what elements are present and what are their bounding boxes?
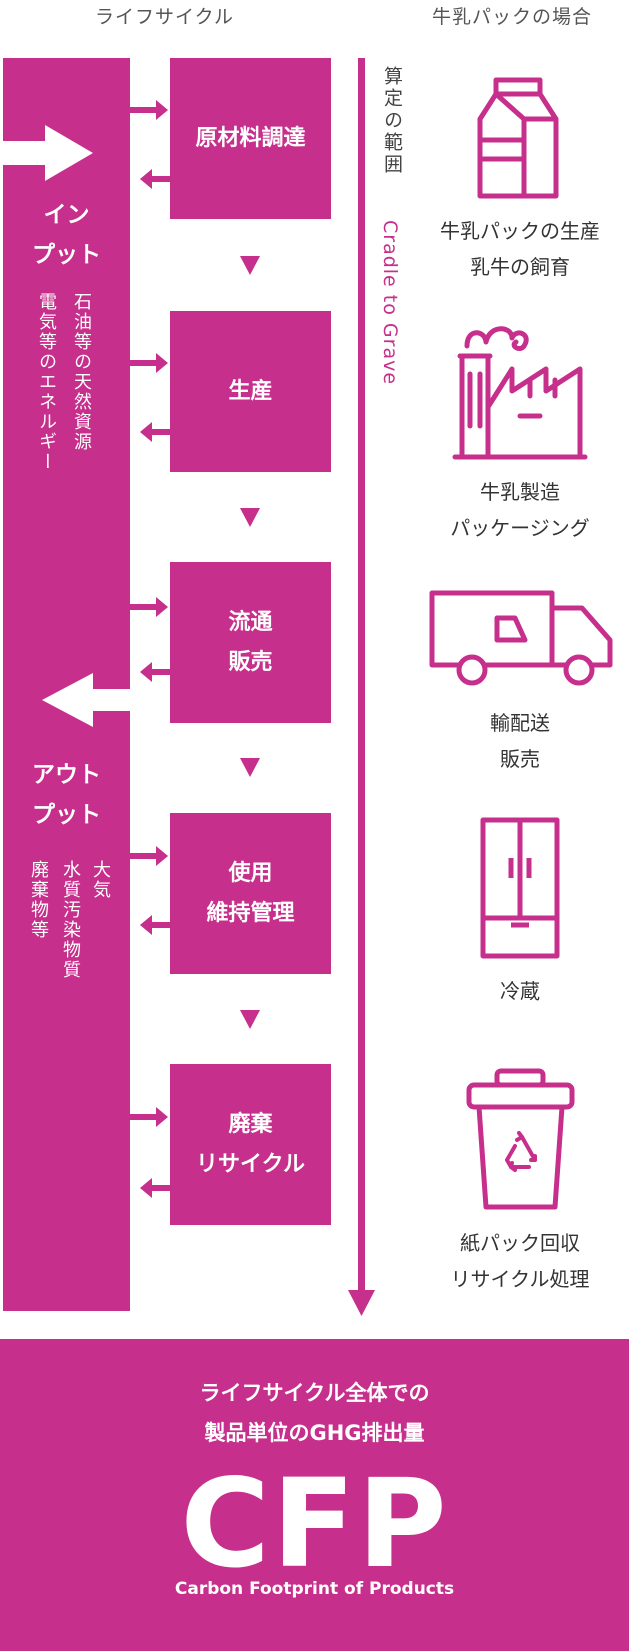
input-arrow-icon <box>3 125 93 181</box>
stage-distribution: 流通 販売 <box>170 562 331 723</box>
cfp-english: Carbon Footprint of Products <box>174 1579 455 1599</box>
cfp-acronym: CFP <box>180 1453 449 1595</box>
input-resources: 石油等の天然資源 <box>71 292 92 452</box>
output-air: 大気 <box>90 860 111 900</box>
input-energy: 電気等のエネルギー <box>36 292 57 472</box>
flow-arrows <box>130 58 375 1316</box>
scope-label: 算定の範囲 <box>381 66 403 176</box>
output-title: アウト プット <box>32 762 101 828</box>
caption-milk-carton: 牛乳パックの生産 乳牛の飼育 <box>440 219 600 279</box>
truck-icon <box>429 590 613 686</box>
stage-production: 生産 <box>170 311 331 472</box>
io-arrows <box>3 125 130 727</box>
cfp-panel: ライフサイクル全体での 製品単位のGHG排出量 CFP Carbon Footp… <box>0 1339 629 1651</box>
lifecycle-header: ライフサイクル <box>95 6 235 28</box>
caption-recycle-bin: 紙パック回収 リサイクル処理 <box>450 1231 590 1291</box>
stage-use-maintenance: 使用 維持管理 <box>170 813 331 974</box>
caption-refrigerator: 冷蔵 <box>500 979 540 1003</box>
recycle-bin-icon <box>466 1068 575 1210</box>
output-waste: 廃棄物等 <box>28 860 49 940</box>
stage-raw-materials: 原材料調達 <box>170 58 331 219</box>
caption-factory: 牛乳製造 パッケージング <box>450 480 590 540</box>
refrigerator-icon <box>480 817 560 959</box>
caption-truck: 輸配送 販売 <box>490 711 550 771</box>
cfp-subtitle: ライフサイクル全体での 製品単位のGHG排出量 <box>199 1381 430 1445</box>
input-title: イン プット <box>32 202 101 268</box>
output-water-pollutants: 水質汚染物質 <box>60 860 81 980</box>
output-arrow-icon <box>42 673 130 727</box>
factory-icon <box>452 326 588 460</box>
milk-pack-header: 牛乳パックの場合 <box>432 6 593 28</box>
scope-cradle-to-grave: Cradle to Grave <box>379 220 401 386</box>
stage-disposal-recycling: 廃棄 リサイクル <box>170 1064 331 1225</box>
input-output-bar <box>3 58 130 1311</box>
milk-carton-icon <box>477 77 559 199</box>
